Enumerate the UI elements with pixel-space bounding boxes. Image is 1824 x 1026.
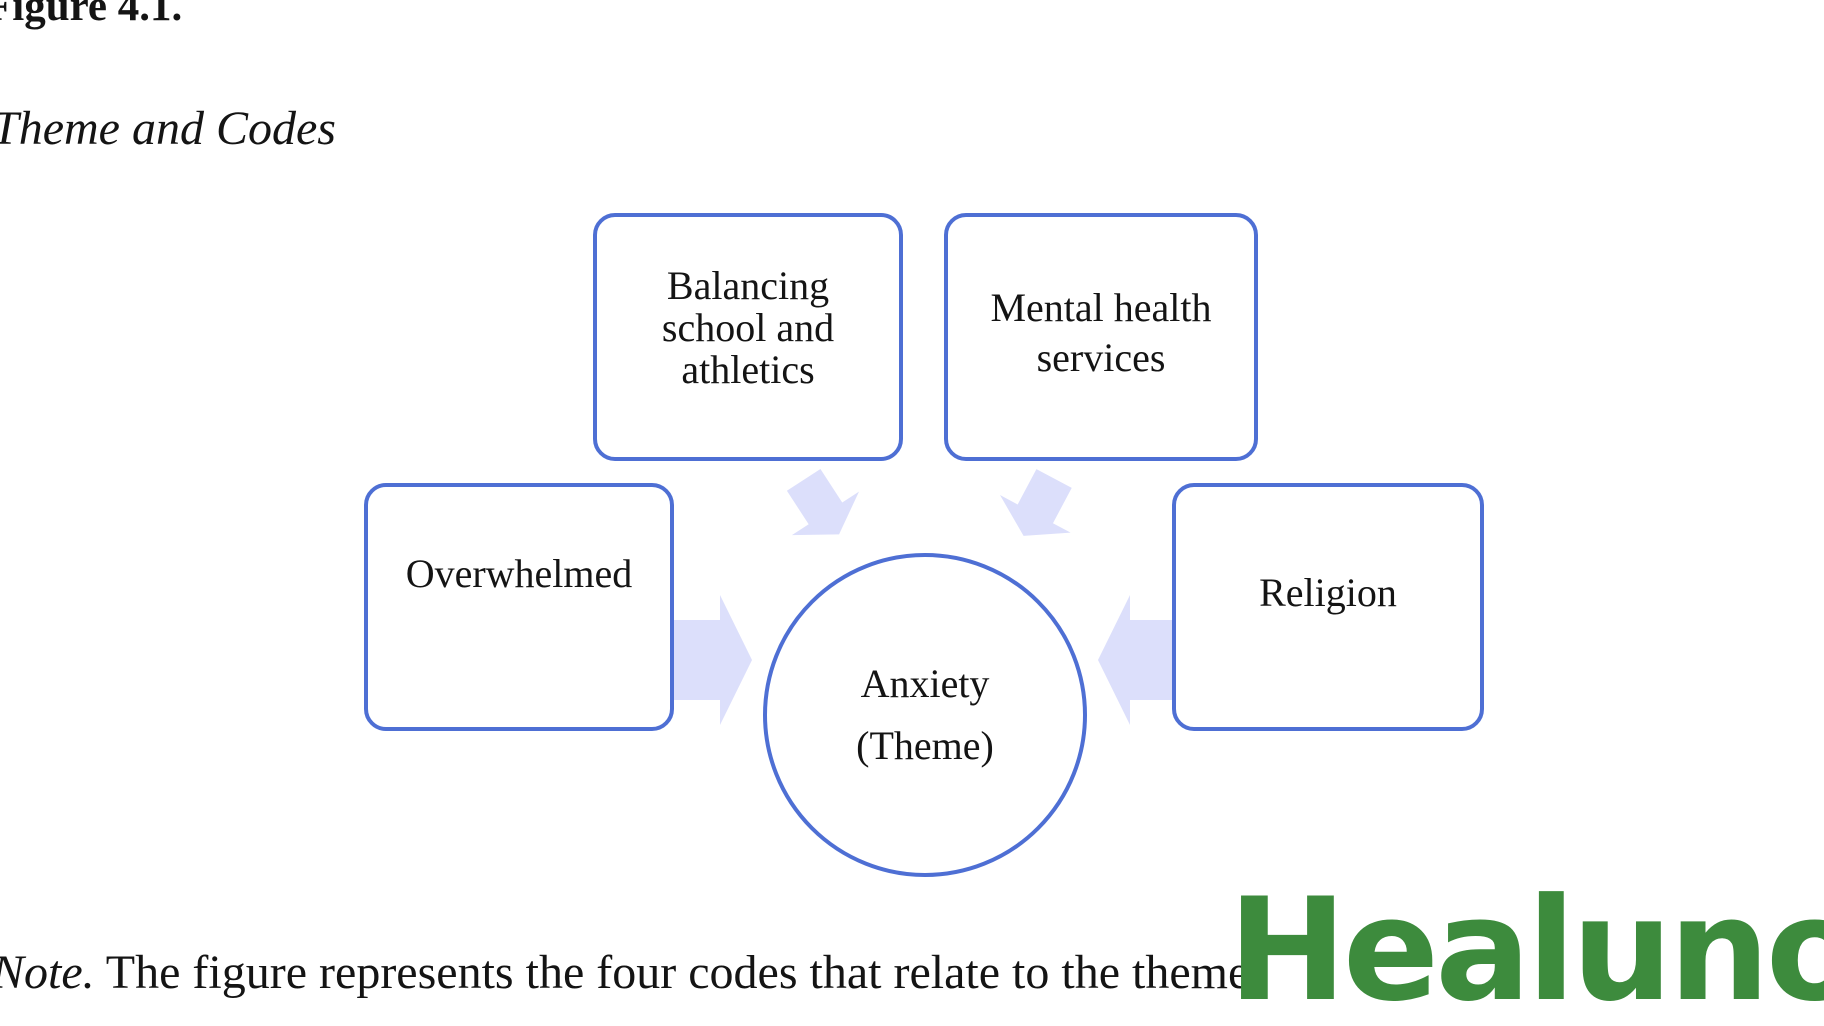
theme-sublabel: (Theme): [856, 723, 994, 768]
figure-note: Note. The figure represents the four cod…: [0, 945, 1261, 1000]
theme-label: Anxiety: [860, 661, 990, 706]
code-box-balancing: Balancing school and athletics: [593, 213, 903, 461]
code-label-overwhelmed: Overwhelmed: [405, 551, 633, 596]
theme-circle: Anxiety (Theme): [763, 553, 1087, 877]
code-label-religion: Religion: [1259, 570, 1397, 615]
healuno-logo: Healuno: [1228, 868, 1824, 1026]
figure-title: Theme and Codes: [0, 102, 336, 155]
code-label-balancing: Balancing school and athletics: [661, 263, 835, 392]
arrow-from-overwhelmed: [670, 595, 752, 725]
arrow-from-balancing: [786, 468, 859, 536]
note-lead: Note.: [0, 946, 95, 999]
code-box-religion: Religion: [1172, 483, 1484, 731]
arrow-from-mental-health: [999, 469, 1072, 536]
code-box-overwhelmed: Overwhelmed: [364, 483, 674, 731]
note-text: The figure represents the four codes tha…: [94, 946, 1262, 999]
code-box-mental-health: Mental health services: [944, 213, 1258, 461]
arrow-from-religion: [1098, 595, 1180, 725]
figure-label: Figure 4.1.: [0, 0, 183, 30]
code-label-mental-health: Mental health services: [990, 285, 1212, 380]
